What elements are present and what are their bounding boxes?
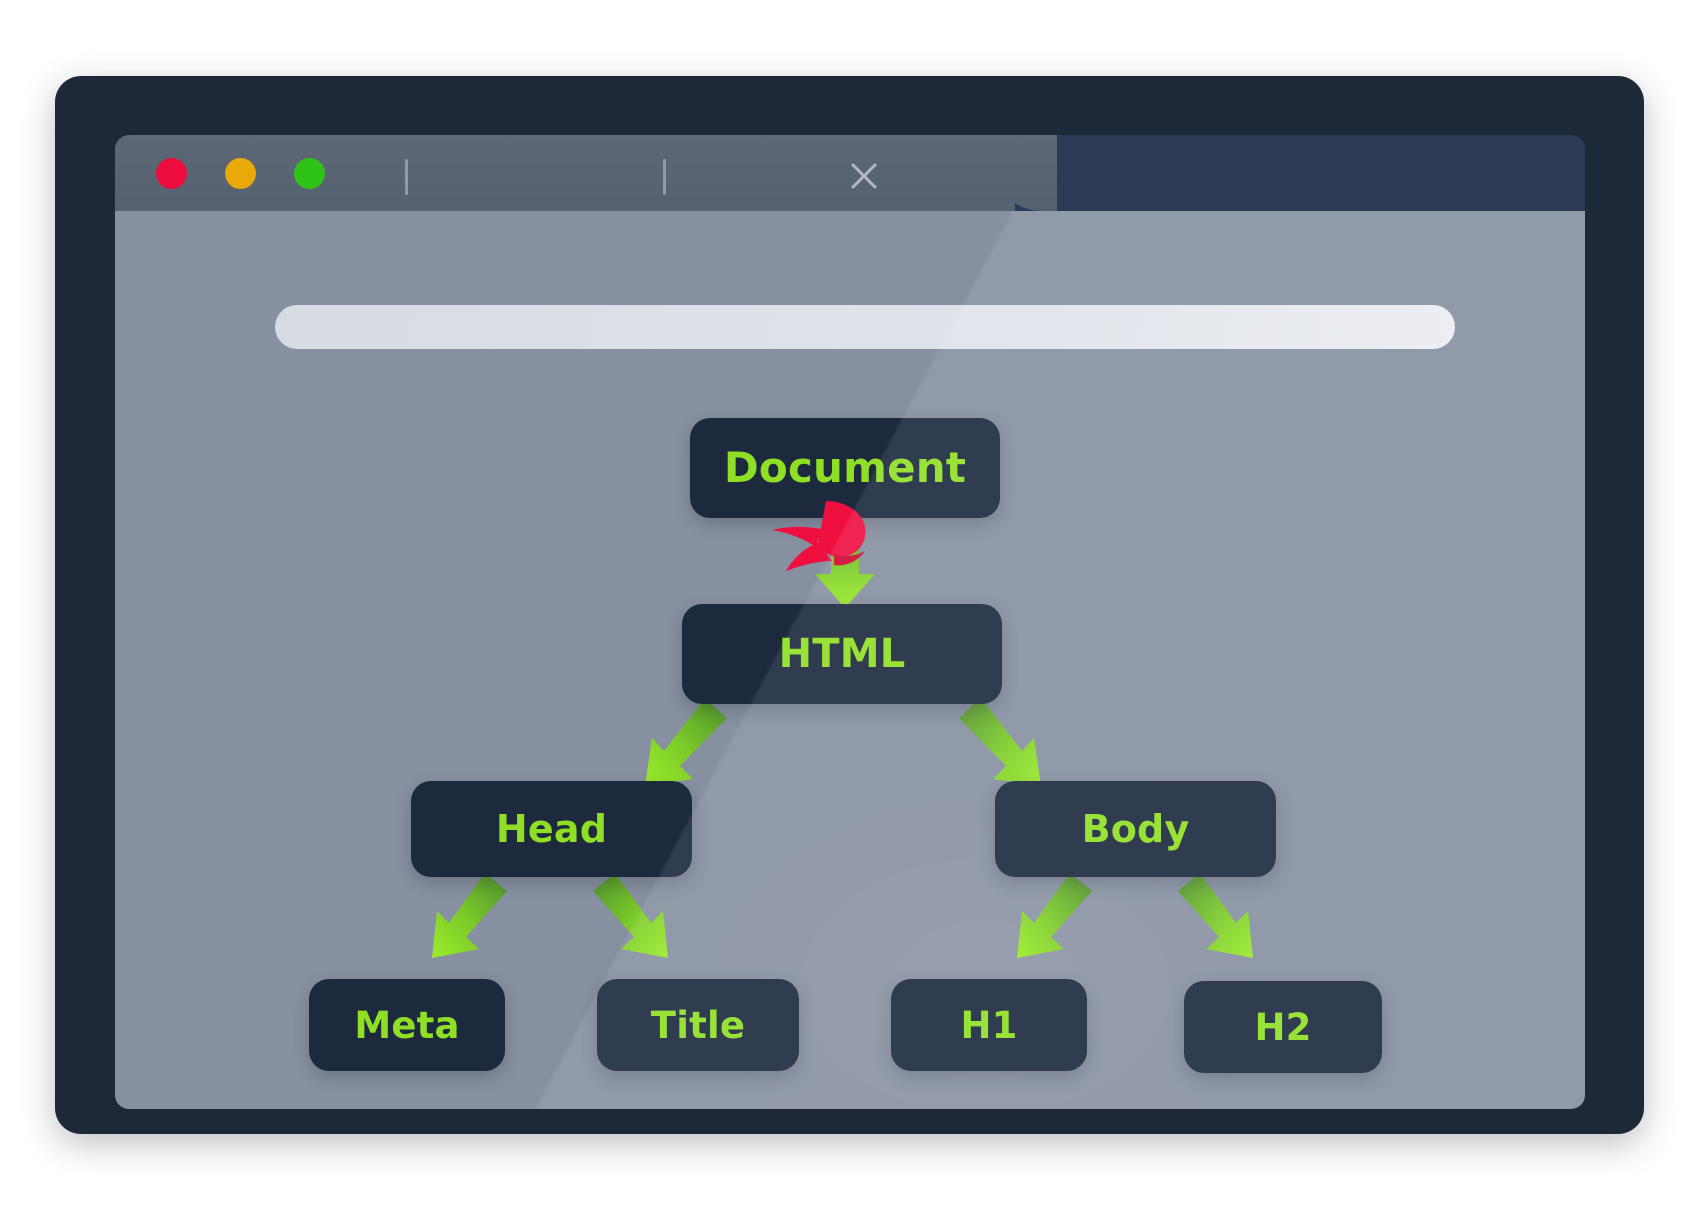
tab-strip-background [1015, 135, 1585, 211]
dom-node-label: H2 [1254, 1005, 1312, 1049]
dom-node-h1[interactable]: H1 [891, 979, 1087, 1071]
dom-node-label: Head [495, 807, 608, 851]
close-icon[interactable] [845, 157, 883, 195]
arrow-body-h1 [1017, 873, 1092, 958]
cursor-icon [770, 499, 888, 575]
dom-node-title[interactable]: Title [597, 979, 799, 1071]
dom-node-label: Meta [354, 1003, 460, 1047]
arrow-html-body [959, 698, 1041, 786]
arrow-body-h2 [1178, 873, 1253, 958]
dom-node-h2[interactable]: H2 [1184, 981, 1382, 1073]
tab-separator-left [405, 159, 408, 195]
dom-node-head[interactable]: Head [411, 781, 692, 877]
dom-node-meta[interactable]: Meta [309, 979, 505, 1071]
browser-tab-bar [115, 135, 1585, 211]
address-bar[interactable] [275, 305, 1455, 349]
browser-window: Document HTML Head Body Meta Title H1 H [55, 76, 1644, 1134]
dom-node-label: Document [723, 443, 967, 492]
dom-node-html[interactable]: HTML [682, 604, 1002, 704]
tab-separator-right [663, 159, 666, 195]
dom-node-body[interactable]: Body [995, 781, 1276, 877]
traffic-light-minimize[interactable] [225, 158, 256, 189]
dom-node-label: Title [650, 1003, 746, 1047]
arrow-head-meta [432, 873, 507, 958]
browser-viewport: Document HTML Head Body Meta Title H1 H [115, 211, 1585, 1109]
arrow-head-title [593, 873, 668, 958]
dom-node-label: H1 [960, 1003, 1018, 1047]
dom-node-label: HTML [778, 631, 906, 677]
traffic-light-zoom[interactable] [294, 158, 325, 189]
dom-node-label: Body [1081, 807, 1190, 851]
traffic-light-close[interactable] [156, 158, 187, 189]
arrow-html-head [645, 698, 727, 786]
dom-node-document[interactable]: Document [690, 418, 1000, 518]
